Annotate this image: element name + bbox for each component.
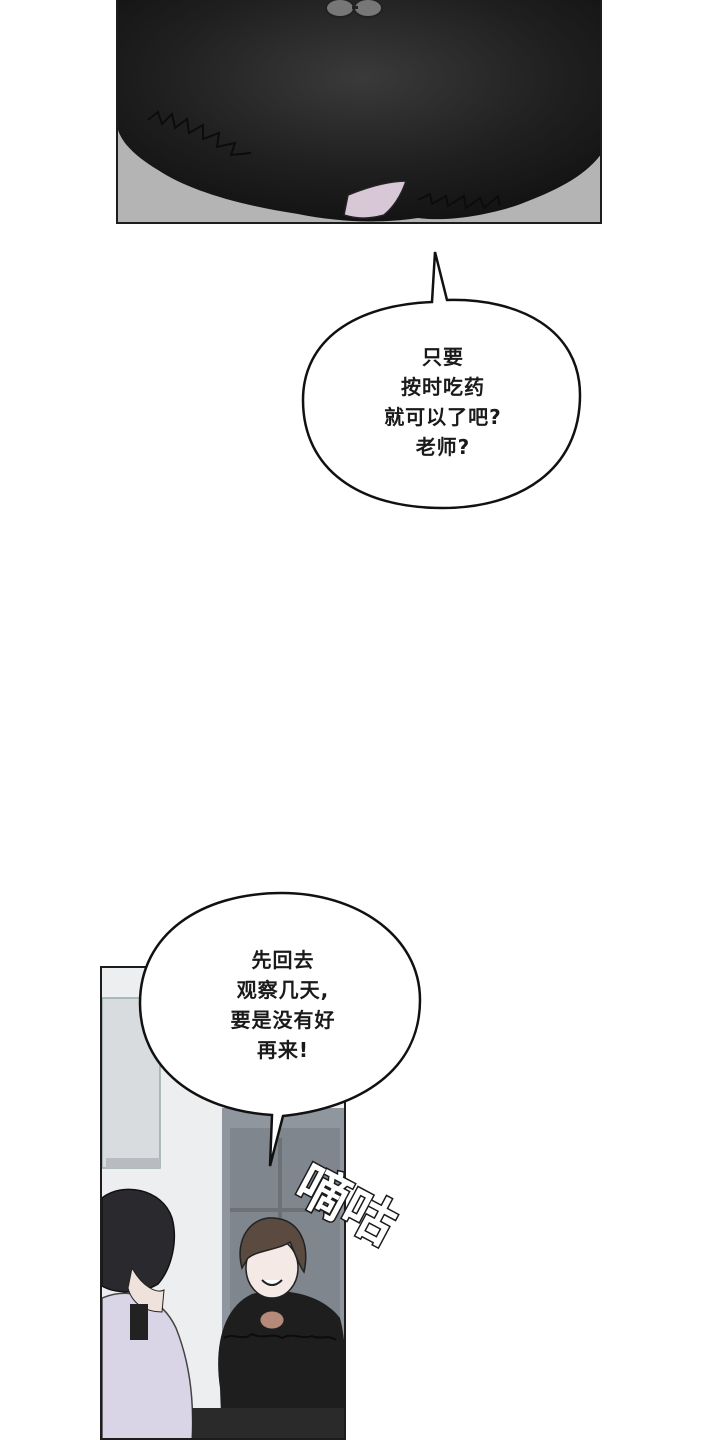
speech-line: 要是没有好 bbox=[230, 1008, 336, 1032]
speech-line: 只要 bbox=[422, 345, 464, 369]
top-panel-fur-closeup bbox=[116, 0, 602, 224]
speech-text-bottom: 先回去 观察几天, 要是没有好 再来! bbox=[170, 945, 396, 1065]
speech-line: 先回去 bbox=[251, 948, 315, 972]
speech-text-top: 只要 按时吃药 就可以了吧? 老师? bbox=[330, 342, 556, 462]
speech-line: 观察几天, bbox=[236, 978, 330, 1002]
speech-line: 按时吃药 bbox=[401, 375, 485, 399]
speech-line: 老师? bbox=[415, 435, 471, 459]
speech-line: 就可以了吧? bbox=[384, 405, 502, 429]
sound-effect-text: 嘀咕 bbox=[285, 1154, 405, 1256]
speech-line: 再来! bbox=[256, 1038, 310, 1062]
fur-coat-illustration bbox=[118, 0, 600, 222]
